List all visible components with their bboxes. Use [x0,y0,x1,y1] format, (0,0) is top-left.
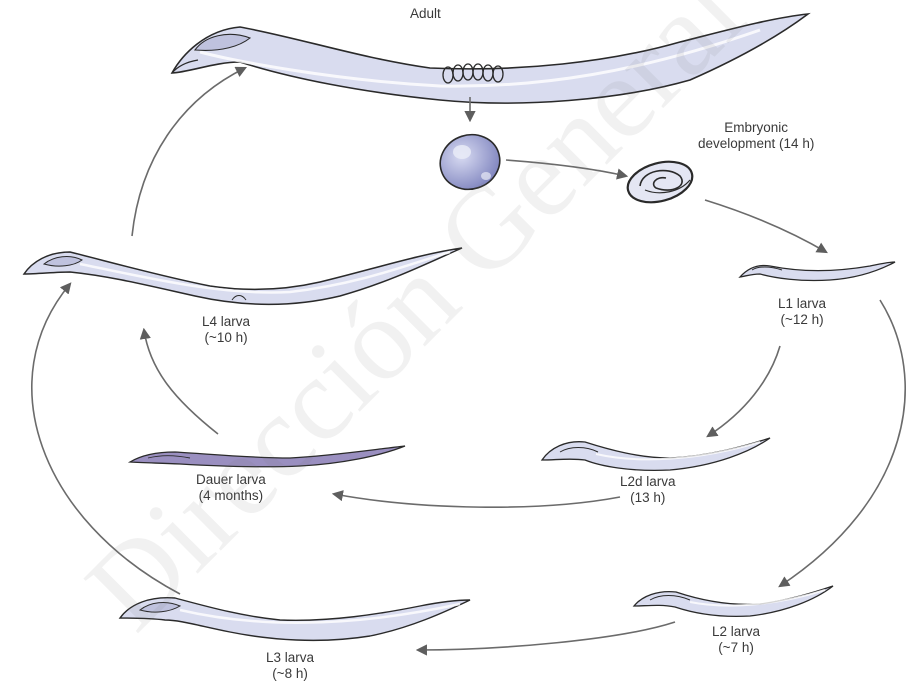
label-l2d-line2: (13 h) [620,490,676,506]
label-l3-line1: L3 larva [266,650,314,666]
label-adult: Adult [410,6,441,22]
arrow-l1-to-l2 [780,300,905,586]
egg [433,127,507,197]
label-l2d-line1: L2d larva [620,474,676,490]
l2-larva-worm [634,586,833,616]
dauer-larva-worm [130,446,405,467]
label-l3: L3 larva (~8 h) [266,650,314,682]
arrow-l4-to-adult [132,68,245,236]
arrow-egg-to-embryo [506,160,626,176]
label-l1-line1: L1 larva [778,296,826,312]
arrow-l2-to-l3 [418,622,675,650]
label-l2: L2 larva (~7 h) [712,624,760,656]
l1-larva-worm [740,262,895,281]
label-l1-line2: (~12 h) [778,312,826,328]
arrow-l1-to-l2d [708,346,780,436]
embryo-in-egg [623,155,697,209]
arrow-embryo-to-l1 [705,200,826,252]
label-l3-line2: (~8 h) [266,666,314,682]
label-l4-line2: (~10 h) [202,330,250,346]
label-l4-line1: L4 larva [202,314,250,330]
arrow-l3-to-l4 [32,284,180,594]
label-l4: L4 larva (~10 h) [202,314,250,346]
label-dauer-line2: (4 months) [196,488,266,504]
label-dauer-line1: Dauer larva [196,472,266,488]
label-l2-line2: (~7 h) [712,640,760,656]
label-dauer: Dauer larva (4 months) [196,472,266,504]
l2d-larva-worm [542,438,770,470]
label-embryonic-line1: Embryonic [698,120,814,136]
label-l2d: L2d larva (13 h) [620,474,676,506]
label-l2-line1: L2 larva [712,624,760,640]
adult-worm [172,14,808,103]
label-embryonic-line2: development (14 h) [698,136,814,152]
arrow-l2d-to-dauer [334,494,620,507]
label-l1: L1 larva (~12 h) [778,296,826,328]
l4-larva-worm [24,248,462,304]
l3-larva-worm [120,598,470,641]
label-embryonic: Embryonic development (14 h) [698,120,814,152]
label-adult-text: Adult [410,6,441,22]
